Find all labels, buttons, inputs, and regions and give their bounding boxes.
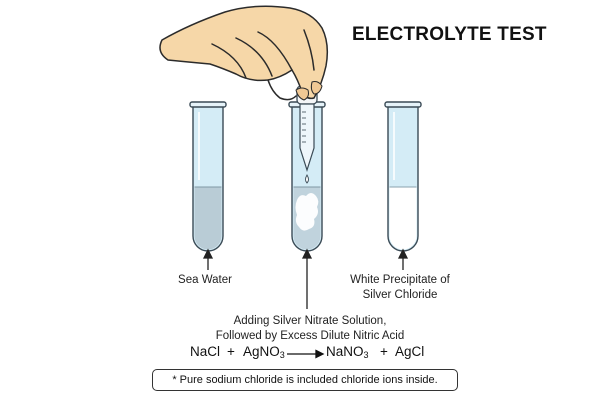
label-adding-silver-nitrate: Adding Silver Nitrate Solution, Followed…: [190, 314, 430, 344]
label-adding-line2: Followed by Excess Dilute Nitric Acid: [215, 330, 405, 342]
arrow-up-icon: [301, 248, 313, 309]
label-adding-line1: Adding Silver Nitrate Solution,: [233, 315, 387, 327]
test-tube-sea-water: [189, 101, 227, 252]
footnote-box: * Pure sodium chloride is included chlor…: [152, 369, 458, 391]
arrow-up-icon: [397, 248, 409, 270]
eq-agno-sub: 3: [279, 350, 285, 360]
chemical-equation: NaCl + AgNO3 NaNO3 + AgCl: [150, 344, 470, 364]
hand-icon: [159, 5, 329, 101]
eq-reactant-nacl: NaCl: [190, 344, 221, 359]
label-sea-water: Sea Water: [178, 274, 232, 286]
eq-reactant-agno3: AgNO3: [243, 344, 285, 360]
cloudy-precipitate: [295, 193, 319, 231]
white-precipitate: [389, 187, 417, 250]
eq-product-agcl: AgCl: [395, 344, 425, 359]
test-tube-white-precipitate: [384, 101, 422, 252]
label-white-precipitate: White Precipitate of Silver Chloride: [335, 273, 465, 303]
eq-plus-2: +: [380, 344, 388, 359]
eq-nano-sub: 3: [363, 350, 369, 360]
eq-nano: NaNO: [326, 344, 364, 359]
page-title: ELECTROLYTE TEST: [352, 24, 547, 45]
label-white-line1: White Precipitate of: [350, 274, 450, 286]
eq-agno: AgNO: [243, 344, 280, 359]
eq-plus-1: +: [227, 344, 235, 359]
arrow-up-icon: [202, 248, 214, 270]
sea-water-liquid: [194, 187, 222, 250]
arrow-right-icon: [287, 349, 325, 359]
eq-product-nano3: NaNO3: [326, 344, 369, 360]
label-white-line2: Silver Chloride: [362, 289, 438, 301]
